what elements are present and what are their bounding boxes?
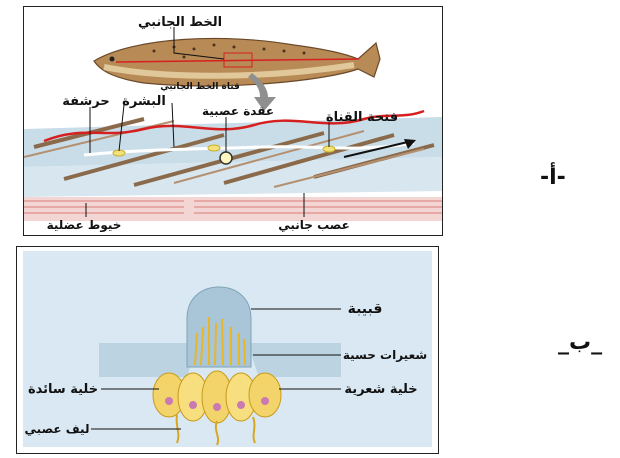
sensory-hairs	[194, 317, 246, 366]
cell-nuclei	[165, 397, 269, 411]
label-supporting-cell: خلية سائدة	[28, 382, 98, 397]
fish-lateral-line	[115, 58, 360, 63]
fish-eye	[109, 56, 115, 62]
label-nerve-fiber: ليف عصبي	[25, 422, 90, 436]
label-epidermis: البشرة	[122, 94, 166, 109]
panel-a-lateral-line-diagram: الخط الجانبي قناة الخط الجانبي فتحة القن…	[23, 6, 443, 236]
lateral-canal	[83, 141, 415, 157]
hair-cells	[152, 370, 282, 424]
left-skin	[99, 343, 197, 377]
right-skin	[247, 343, 341, 377]
zoom-arrow	[248, 73, 276, 111]
leader-lines	[85, 27, 330, 217]
label-line-canal: قناة الخط الجانبي	[160, 82, 240, 92]
panel-b-neuromast-diagram: قبيبة شعيرات حسية خلية شعرية خلية سائدة …	[16, 246, 439, 454]
label-lateral-nerve: عصب جانبي	[278, 218, 350, 232]
skin-layer	[24, 117, 442, 167]
marker-b: _ب_	[558, 330, 603, 355]
fish-spots	[152, 43, 306, 59]
leader-lines	[91, 308, 341, 430]
label-sensory-hairs: شعيرات حسية	[343, 348, 427, 362]
label-lateral-line: الخط الجانبي	[138, 15, 222, 30]
label-muscle-fibers: خيوط عضلية	[47, 218, 122, 233]
flow-arrow	[343, 140, 413, 158]
neuromast-illustration: قبيبة شعيرات حسية خلية شعرية خلية سائدة …	[23, 251, 432, 447]
marker-a: -أ-	[540, 165, 566, 190]
dermis-layer	[24, 157, 442, 197]
label-cupula: قبيبة	[348, 301, 383, 317]
fish-belly	[103, 62, 355, 79]
nerve-fibers	[175, 414, 256, 446]
label-canal-opening: فتحة القناة	[326, 110, 398, 125]
cupula	[186, 286, 252, 368]
lateral-line-illustration: الخط الجانبي قناة الخط الجانبي فتحة القن…	[24, 15, 442, 233]
label-nerve-ganglion: عقدة عصبية	[202, 104, 274, 118]
label-scale: حرشفة	[62, 94, 109, 109]
zoom-box	[223, 52, 253, 68]
arrow-head	[404, 139, 416, 149]
label-hair-cell: خلية شعرية	[344, 382, 417, 397]
nerve-ganglion	[219, 151, 233, 165]
muscle-fibers	[24, 200, 442, 214]
epidermis-line	[43, 109, 425, 143]
